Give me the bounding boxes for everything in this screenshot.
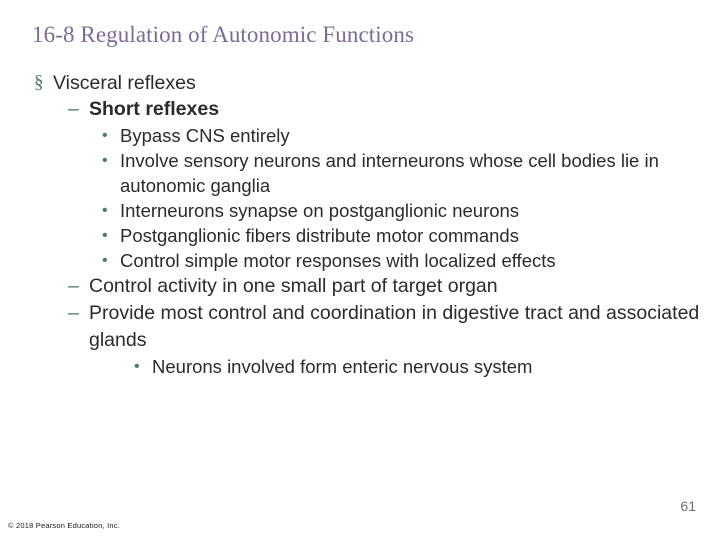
bullet-item: • Interneurons synapse on postganglionic …	[102, 198, 702, 223]
bullet-item: –Provide most control and coordination i…	[68, 300, 702, 354]
bullet-item: § Visceral reflexes	[34, 70, 702, 96]
bullet-marker-icon: •	[102, 227, 108, 244]
bullet-text: Postganglionic fibers distribute motor c…	[120, 225, 519, 246]
bullet-marker-icon: •	[102, 127, 108, 144]
bullet-marker-icon: –	[68, 98, 79, 120]
bullet-text: Involve sensory neurons and interneurons…	[120, 150, 659, 196]
bullet-marker-icon: §	[34, 72, 44, 93]
bullet-marker-icon: •	[102, 202, 108, 219]
bullet-text: Provide most control and coordination in…	[89, 302, 700, 351]
bullet-text: Bypass CNS entirely	[120, 125, 290, 146]
bullet-marker-icon: •	[134, 358, 140, 375]
slide-body: §Visceral reflexes–Short reflexes•Bypass…	[30, 70, 702, 379]
bullet-item: –Control activity in one small part of t…	[68, 273, 702, 300]
bullet-item: • Involve sensory neurons and interneuron…	[102, 148, 702, 198]
bullet-marker-icon: –	[68, 275, 79, 297]
bullet-text: Control simple motor responses with loca…	[120, 250, 556, 271]
bullet-text: Short reflexes	[89, 98, 220, 120]
bullet-text: Control activity in one small part of ta…	[89, 275, 498, 297]
bullet-text: Interneurons synapse on postganglionic n…	[120, 200, 520, 221]
bullet-text: Visceral reflexes	[53, 72, 196, 94]
bullet-marker-icon: –	[68, 302, 79, 324]
bullet-item: • Control simple motor responses with loc…	[102, 248, 702, 273]
bullet-item: –Short reflexes	[68, 96, 702, 123]
bullet-marker-icon: •	[102, 152, 108, 169]
bullet-item: • Bypass CNS entirely	[102, 123, 702, 148]
slide-number: 61	[680, 498, 696, 514]
bullet-text: Neurons involved form enteric nervous sy…	[152, 356, 533, 377]
copyright-notice: © 2018 Pearson Education, Inc.	[8, 521, 121, 530]
page-title: 16-8 Regulation of Autonomic Functions	[32, 22, 414, 47]
bullet-item: • Postganglionic fibers distribute motor …	[102, 223, 702, 248]
bullet-item: • Neurons involved form enteric nervous s…	[134, 354, 702, 379]
bullet-marker-icon: •	[102, 252, 108, 269]
